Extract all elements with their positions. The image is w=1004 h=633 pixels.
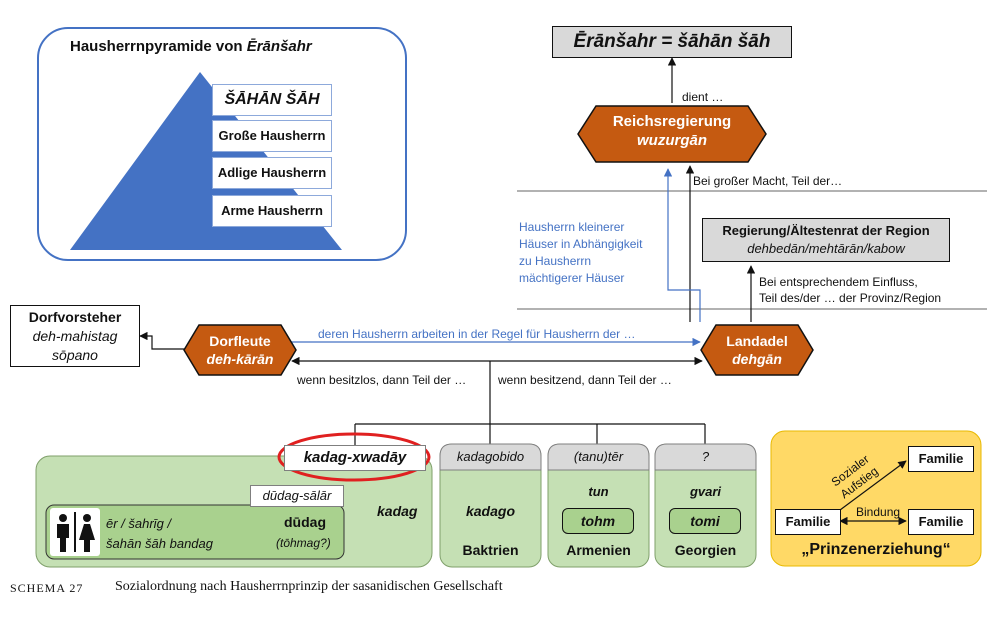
column-inner-tomi: tomi — [669, 508, 741, 534]
people-label: ēr / šahrīg / šahān šāh bandag — [106, 516, 213, 551]
aufstieg-arrow — [839, 460, 907, 511]
besitzlos-label: wenn besitzlos, dann Teil der … — [297, 373, 467, 387]
familie-top-box: Familie — [908, 446, 974, 472]
regierung-region-box: Regierung/Ältestenrat der Region dehbedā… — [702, 218, 950, 262]
tohmag-label: (tōhmag?) — [276, 536, 331, 550]
dudag-salar-tag: dūdag-sālār — [250, 485, 344, 507]
grosse-macht-label: Bei großer Macht, Teil der… — [693, 174, 843, 188]
highlight-ring — [277, 432, 431, 482]
column-term-gvari: gvari — [689, 484, 722, 499]
column-region-baktrien: Baktrien — [462, 542, 519, 558]
pyramid-level-grosse: Große Hausherrn — [212, 120, 332, 152]
pyramid-level-adlige: Adlige Hausherrn — [212, 157, 332, 189]
column-header-kadagobido: kadagobido — [456, 449, 525, 464]
reichsregierung-label: Reichsregierung wuzurgān — [612, 113, 732, 149]
prinzen-title: „Prinzenerziehung“ — [801, 541, 951, 558]
dient-label: dient … — [682, 90, 724, 104]
einfluss-label: Bei entsprechendem Einfluss, Teil des/de… — [759, 275, 942, 305]
caption-text: Sozialordnung nach Hausherrnprinzip der … — [115, 579, 503, 594]
top-title-box: Ērānšahr = šāhān šāh — [552, 26, 792, 58]
dorfleute-hexagon — [183, 324, 297, 376]
reichsregierung-hexagon — [577, 105, 767, 163]
dorfvorsteher-box: Dorfvorsteher deh-mahistag sōpano — [10, 305, 140, 367]
familie-right-box: Familie — [908, 509, 974, 535]
arbeiten-label: deren Hausherrn arbeiten in der Regel fü… — [318, 327, 636, 341]
column-region-armenien: Armenien — [566, 542, 631, 558]
pyramid-level-shahan-shah: ŠĀHĀN ŠĀH — [212, 84, 332, 116]
dudag-inner-panel — [45, 504, 345, 560]
column-term-kadago: kadago — [465, 503, 515, 519]
column-header-unknown: ? — [701, 449, 710, 464]
abhaengigkeit-text: Hausherrn kleinerer Häuser in Abhängigke… — [519, 220, 643, 285]
column-header-tanuter: (tanu)tēr — [573, 449, 624, 464]
kadag-xwaday-header: kadag-xwadāy — [284, 445, 426, 471]
bindung-label: Bindung — [856, 505, 901, 519]
column-region-georgien: Georgien — [674, 542, 737, 558]
dudag-label: dūdag — [284, 514, 326, 530]
pyramid-level-arme: Arme Hausherrn — [212, 195, 332, 227]
landadel-label: Landadel dehgān — [726, 333, 788, 367]
column-term-tun: tun — [588, 484, 609, 499]
dorfleute-to-vorsteher-arrow — [139, 331, 185, 350]
dorfleute-label: Dorfleute deh-kārān — [206, 333, 274, 367]
kadag-label: kadag — [377, 503, 418, 519]
landadel-hexagon — [700, 324, 814, 376]
abhaengigkeit-arrow — [663, 168, 701, 322]
caption-label: SCHEMA 27 — [10, 581, 84, 595]
familie-left-box: Familie — [775, 509, 841, 535]
column-inner-tohm: tohm — [562, 508, 634, 534]
pyramid-title: Hausherrnpyramide von Ērānšahr — [70, 38, 312, 55]
besitzend-label: wenn besitzend, dann Teil der … — [498, 373, 672, 387]
man-woman-icon — [50, 508, 100, 556]
